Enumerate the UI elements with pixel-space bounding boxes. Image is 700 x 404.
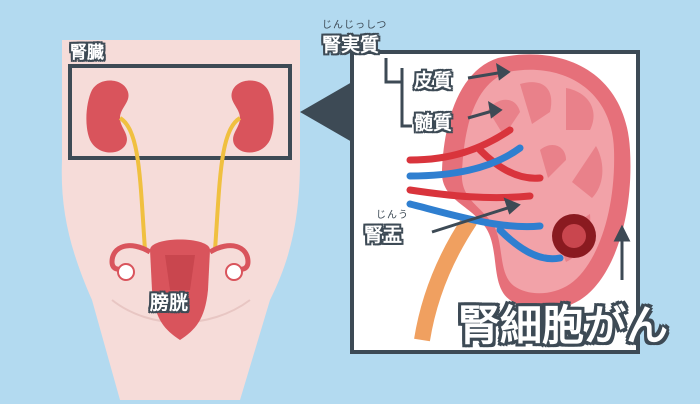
label-renal-pelvis: 腎盂 <box>364 224 403 246</box>
label-renal-cell-carcinoma: 腎細胞がん <box>458 301 669 350</box>
renal-vein <box>406 144 564 263</box>
label-kidney: 腎臓 <box>70 43 104 63</box>
uterus-inner <box>165 255 195 290</box>
pointer-arrows <box>431 63 631 280</box>
tumor-core <box>562 224 586 248</box>
kidney-area-frame <box>68 64 292 160</box>
parenchyma-bracket <box>384 58 412 128</box>
reading-renal-parenchyma: じんじっしつ <box>322 20 388 31</box>
label-medulla: 髄質 <box>414 112 453 134</box>
label-bladder: 膀胱 <box>150 292 189 314</box>
renal-artery <box>406 126 544 202</box>
right-ureter <box>213 116 242 251</box>
callout-pointer <box>300 82 352 142</box>
left-kidney <box>86 80 129 153</box>
detail-ureter <box>414 215 477 342</box>
ovary-left <box>117 263 135 281</box>
label-renal-parenchyma: 腎実質 <box>322 34 380 56</box>
left-ureter <box>118 116 147 251</box>
ovary-right <box>225 263 243 281</box>
label-cortex: 皮質 <box>414 70 453 92</box>
right-kidney <box>231 80 274 153</box>
reading-renal-pelvis: じんう <box>376 210 409 221</box>
